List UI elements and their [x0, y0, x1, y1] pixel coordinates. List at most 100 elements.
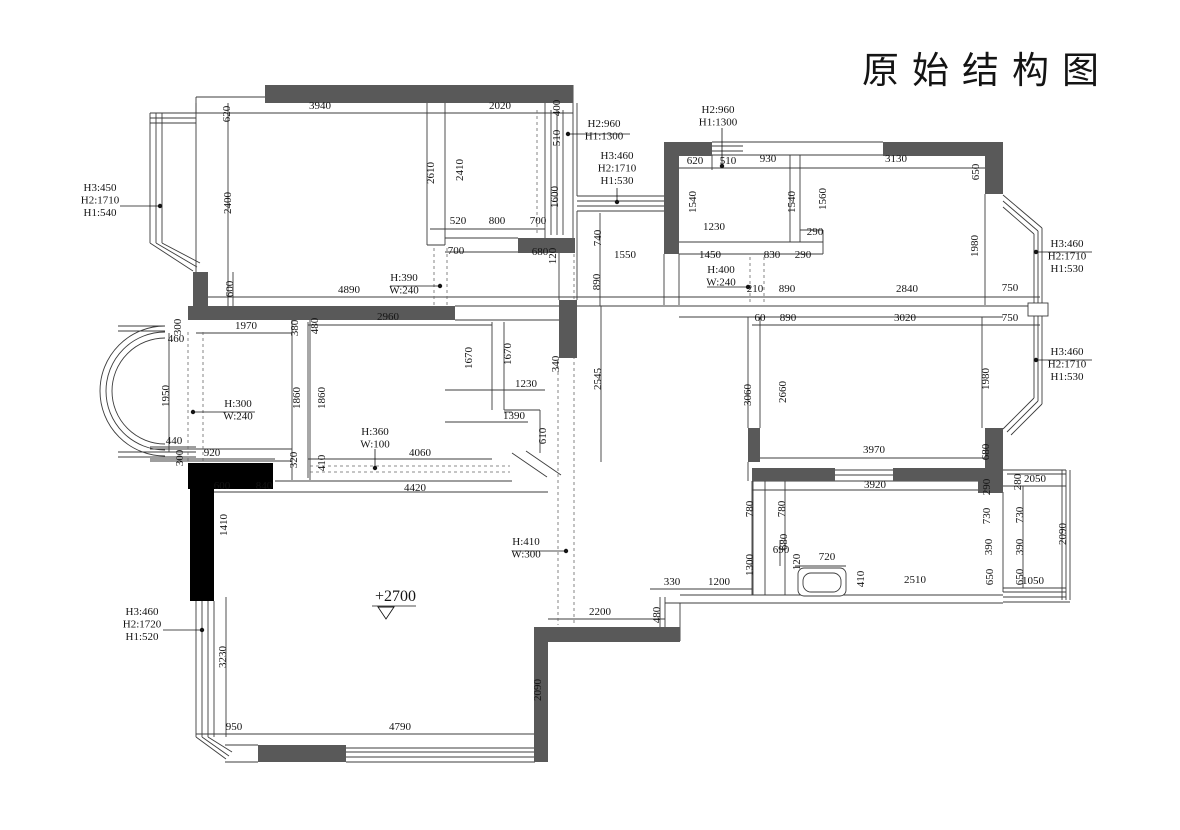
window-height-label: W:100 [360, 439, 390, 451]
dimension-label: 520 [450, 215, 467, 227]
dimension-label: 2020 [489, 100, 512, 112]
dimension-label: 2510 [904, 574, 927, 586]
window-height-label: H3:460 [1051, 346, 1085, 358]
leader-dot [745, 284, 751, 290]
dimension-label: 340 [550, 355, 562, 372]
dimension-label: 800 [489, 215, 506, 227]
wall-line [161, 242, 201, 264]
dimension-label: 650 [970, 163, 982, 180]
wall-line [149, 242, 194, 272]
wall-segment [265, 85, 573, 103]
dimension-label: 720 [819, 551, 836, 563]
dimension-label: 2050 [1024, 473, 1047, 485]
window-height-label: H1:1300 [585, 131, 624, 143]
wall-segment [534, 627, 680, 642]
wall-line [511, 452, 548, 478]
wall-line [1002, 397, 1035, 430]
window-height-label: H:400 [707, 264, 735, 276]
dimension-label: 120 [791, 553, 803, 570]
wall-line [525, 450, 562, 476]
window-height-label: H:410 [512, 536, 540, 548]
wall-segment [664, 142, 679, 254]
dimension-label: 840 [256, 480, 273, 492]
wall-line [1002, 200, 1039, 232]
leader-dot [565, 131, 571, 137]
dimension-label: 730 [1014, 506, 1026, 523]
dimension-label: 1300 [744, 554, 756, 577]
level-marker-triangle [377, 606, 395, 620]
dimension-label: 1600 [549, 186, 561, 209]
dimension-label: 1540 [687, 191, 699, 214]
dimension-label: 610 [537, 427, 549, 444]
dimension-label: 620 [687, 155, 704, 167]
dimension-label: 1980 [980, 368, 992, 391]
dimension-label: 280 [1012, 473, 1024, 490]
dimension-label: 2400 [222, 192, 234, 215]
window-height-label: H:390 [390, 272, 418, 284]
window-height-label: H2:960 [588, 118, 622, 130]
dimension-label: 3060 [742, 384, 754, 407]
dimension-label: 320 [288, 451, 300, 468]
leader-dot [437, 283, 443, 289]
dimension-label: 480 [309, 317, 321, 334]
window-height-label: H2:1710 [598, 163, 637, 175]
wall-line [1010, 403, 1043, 436]
dimension-label: 920 [204, 447, 221, 459]
wall-segment [559, 300, 577, 358]
bay-window-arc [105, 331, 166, 451]
wall-segment [883, 142, 1003, 156]
dimension-label: 3230 [217, 646, 229, 669]
dimension-label: 1410 [218, 514, 230, 537]
dimension-label: 3020 [894, 312, 917, 324]
wall-segment [985, 142, 1003, 194]
window-height-label: H2:1710 [81, 195, 120, 207]
dimension-label: 2090 [1057, 523, 1069, 546]
level-marker-label: +2700 [375, 588, 416, 605]
dimension-label: 830 [764, 249, 781, 261]
dimension-label: 680 [778, 533, 790, 550]
window-height-label: H3:450 [84, 182, 118, 194]
dimension-label: 780 [776, 500, 788, 517]
dimension-label: 600 [214, 480, 231, 492]
dimension-label: 890 [591, 273, 603, 290]
window-height-label: H:300 [224, 398, 252, 410]
dimension-label: 1670 [463, 347, 475, 370]
dimension-label: 2660 [777, 381, 789, 404]
dimension-label: 3130 [885, 153, 908, 165]
drawing-title: 原始结构图 [862, 51, 1112, 92]
dimension-label: 480 [651, 606, 663, 623]
wall-segment [748, 428, 760, 462]
dimension-label: 730 [981, 507, 993, 524]
wall-line [1002, 194, 1043, 229]
leader-dot [190, 409, 196, 415]
wall-segment [978, 480, 1003, 493]
dimension-label: 4060 [409, 447, 432, 459]
window-height-label: H1:530 [1051, 263, 1085, 275]
wall-segment [534, 642, 548, 762]
leader-dot [199, 627, 205, 633]
dimension-label: 650 [984, 568, 996, 585]
dimension-label: 1050 [1022, 575, 1045, 587]
window-height-label: W:240 [389, 285, 419, 297]
dimension-label: 620 [221, 105, 233, 122]
dimension-label: 2090 [532, 679, 544, 702]
window-height-label: H3:460 [126, 606, 160, 618]
dimension-label: 690 [773, 544, 790, 556]
dimension-label: 440 [166, 435, 183, 447]
dimension-label: 680 [980, 443, 992, 460]
dimension-label: 290 [795, 249, 812, 261]
dimension-label: 410 [316, 454, 328, 471]
dimension-label: 1560 [817, 188, 829, 211]
dimension-label: 2200 [589, 606, 612, 618]
window-height-label: H1:520 [126, 631, 160, 643]
leader-dot [614, 199, 620, 205]
dimension-label: 2545 [592, 368, 604, 391]
wall-line [207, 736, 233, 753]
dimension-label: 2840 [896, 283, 919, 295]
leader-dot [1033, 249, 1039, 255]
window-height-label: H3:460 [601, 150, 635, 162]
dimension-label: 2410 [454, 159, 466, 182]
dimension-label: 890 [779, 283, 796, 295]
dimension-label: 1860 [316, 387, 328, 410]
dimension-label: 930 [760, 153, 777, 165]
